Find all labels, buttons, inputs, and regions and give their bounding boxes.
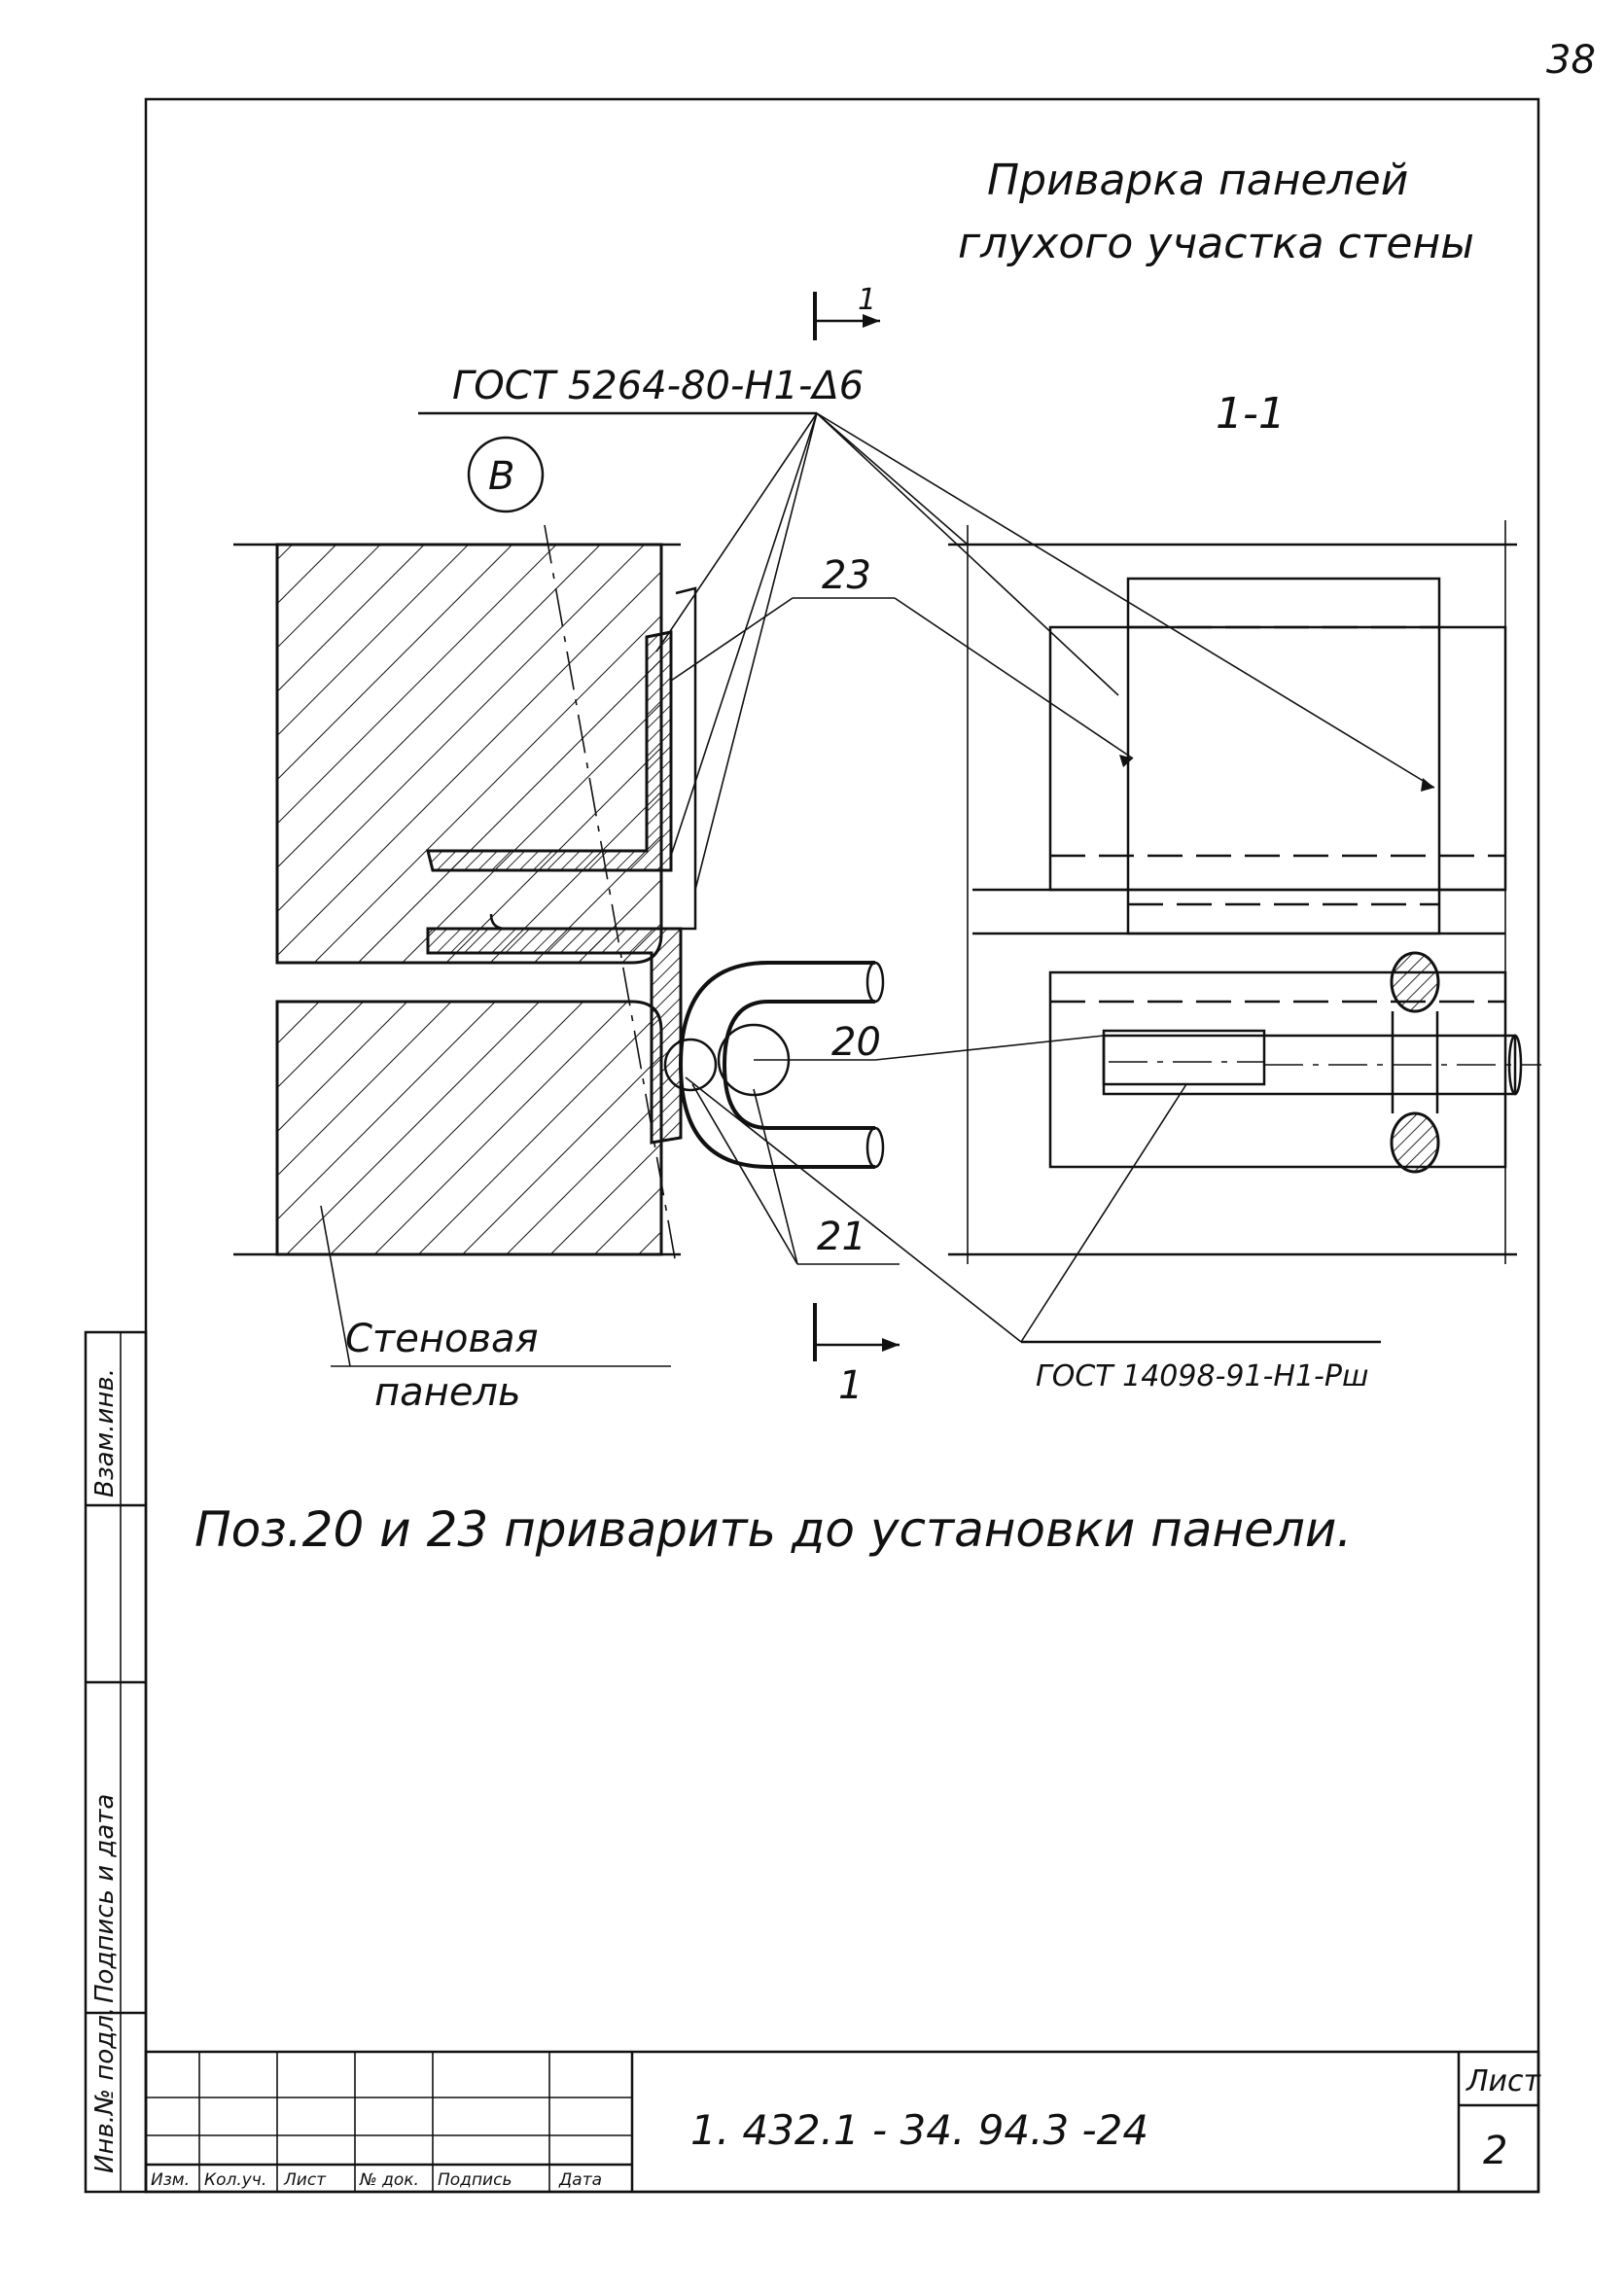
wall-panel-line-1: Стеновая [345, 1317, 539, 1361]
tb-col-kol: Кол.уч. [204, 2170, 266, 2190]
section-view [948, 520, 1541, 1264]
title-block: Изм. Кол.уч. Лист № док. Подпись Дата 1.… [144, 2050, 1542, 2194]
rod-loop-21 [678, 961, 885, 1169]
section-mark-bottom-label: 1 [838, 1363, 863, 1408]
pos-21: 21 [817, 1215, 866, 1259]
weld-spec-bottom: ГОСТ 14098-91-Н1-Рш [1036, 1359, 1368, 1393]
tb-sheet-label: Лист [1465, 2064, 1542, 2098]
side-sign-date: Подпись и дата [90, 1794, 120, 2003]
weld-spec-top: ГОСТ 5264-80-Н1-Δ6 [452, 364, 864, 408]
section-mark-top: 1 [813, 283, 880, 340]
pos-23: 23 [822, 553, 871, 598]
angle-part-20 [426, 927, 683, 1145]
upper-wall-panel [275, 543, 663, 965]
title-line-1: Приварка панелей [987, 156, 1408, 205]
tb-col-date: Дата [558, 2170, 602, 2190]
tb-sheet-no: 2 [1483, 2129, 1507, 2173]
side-stamp: Инв.№ подл. Подпись и дата Взам.инв. [84, 1330, 148, 2194]
axis-line [544, 524, 677, 1265]
note-text: Поз.20 и 23 приварить до установки панел… [194, 1501, 1352, 1558]
tb-col-doc: № док. [359, 2170, 419, 2190]
callout-circle [467, 436, 545, 513]
tb-col-list: Лист [283, 2170, 327, 2190]
lower-wall-panel [275, 1000, 663, 1256]
rod-small [663, 1038, 718, 1092]
tb-doc-code: 1. 432.1 - 34. 94.3 -24 [690, 2106, 1148, 2154]
section-mark-top-label: 1 [858, 283, 876, 317]
side-inv-no: Инв.№ подл. [90, 2007, 120, 2173]
tb-col-sign: Подпись [438, 2170, 512, 2190]
leader-lines [655, 412, 1435, 1343]
callout-label: В [488, 454, 514, 499]
tb-col-izm: Изм. [151, 2170, 190, 2190]
section-label: 1-1 [1216, 389, 1286, 439]
section-mark-bottom: 1 [813, 1303, 900, 1408]
page-number: 38 [1546, 38, 1596, 83]
side-replace-inv: Взам.инв. [90, 1368, 120, 1498]
wall-panel-line-2: панель [374, 1370, 521, 1415]
title-line-2: глухого участка стены [958, 219, 1474, 268]
pos-20: 20 [831, 1020, 881, 1065]
